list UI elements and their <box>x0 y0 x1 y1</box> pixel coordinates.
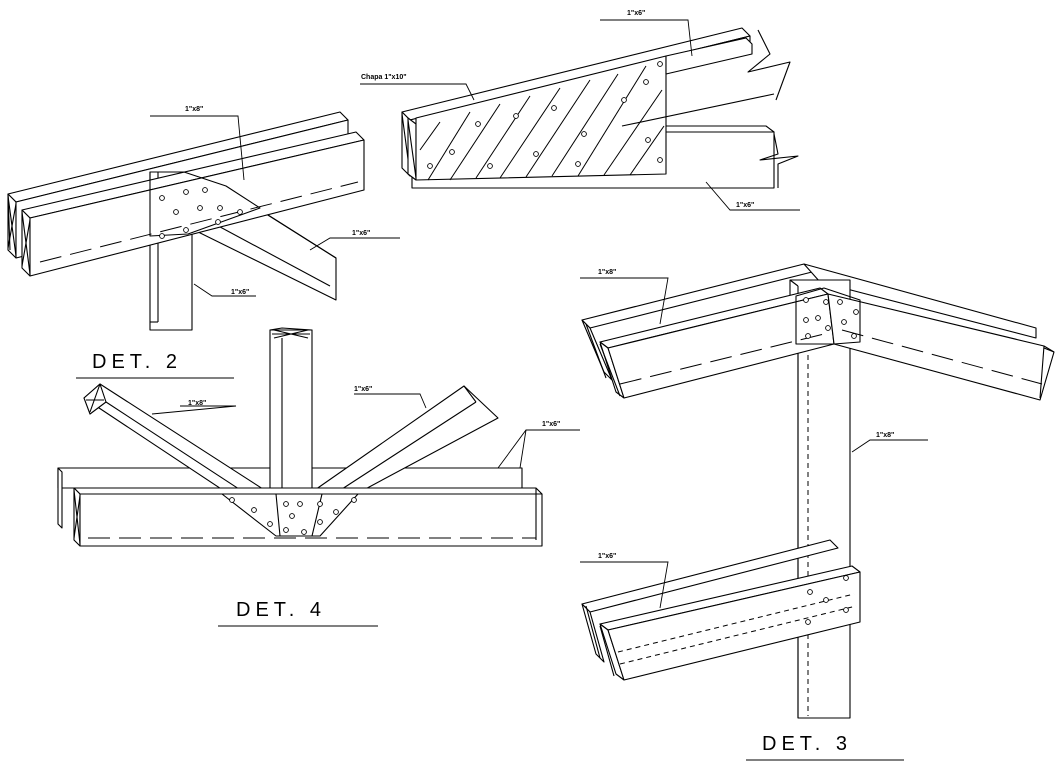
det4-label-right: 1"x6" <box>354 386 372 393</box>
det3-label-post: 1"x8" <box>876 432 894 439</box>
det2-label-post: 1"x6" <box>231 289 249 296</box>
det4-label-chord: 1"x6" <box>542 421 560 428</box>
det-top-drawing <box>360 19 800 211</box>
det4-label-left: 1"x8" <box>188 400 206 407</box>
det4-title: DET. 4 <box>236 599 326 621</box>
det3-drawing <box>580 263 1055 761</box>
det2-label-top: 1"x8" <box>185 106 203 113</box>
det4-drawing <box>57 327 580 627</box>
det2-title: DET. 2 <box>92 351 182 373</box>
det-top-label-top: 1"x6" <box>627 10 645 17</box>
det2-drawing <box>7 111 400 379</box>
det-top-label-chapa: Chapa 1"x10" <box>361 74 407 81</box>
det-top-label-bottom: 1"x6" <box>736 202 754 209</box>
det3-label-top: 1"x8" <box>598 269 616 276</box>
det3-label-bottom: 1"x6" <box>598 553 616 560</box>
det2-label-diagonal: 1"x6" <box>352 230 370 237</box>
det3-title: DET. 3 <box>762 733 852 755</box>
